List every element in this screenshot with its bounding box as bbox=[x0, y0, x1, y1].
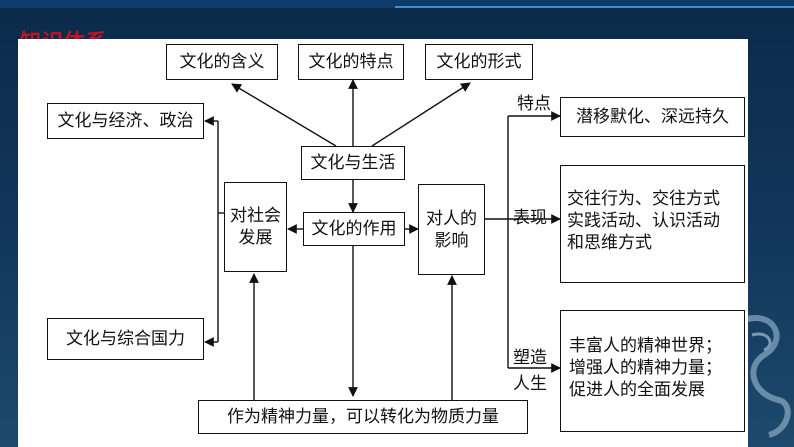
box-shape-life: 丰富人的精神世界； 增强人的精神力量； 促进人的全面发展 bbox=[560, 310, 745, 432]
box-culture-meaning: 文化的含义 bbox=[166, 44, 278, 80]
box-society-development: 对社会 发展 bbox=[224, 182, 287, 272]
box-behavior: 交往行为、交往方式 实践活动、认识活动 和思维方式 bbox=[560, 165, 745, 283]
top-bar bbox=[0, 0, 794, 8]
behavior-line-3: 和思维方式 bbox=[567, 233, 652, 253]
dragon-pattern-icon bbox=[743, 315, 791, 438]
behavior-line-2: 实践活动、认识活动 bbox=[567, 211, 720, 231]
label-shape-1: 塑造 bbox=[513, 348, 547, 368]
box-culture-role: 文化的作用 bbox=[303, 212, 405, 246]
box-culture-economy-politics: 文化与经济、政治 bbox=[47, 103, 204, 139]
box-spiritual-power: 作为精神力量，可以转化为物质力量 bbox=[198, 400, 528, 434]
box-culture-features: 文化的特点 bbox=[298, 44, 404, 80]
box-person-influence: 对人的 影响 bbox=[418, 184, 485, 275]
person-line-2: 影响 bbox=[434, 230, 469, 251]
box-culture-forms: 文化的形式 bbox=[425, 44, 533, 80]
person-line-1: 对人的 bbox=[426, 208, 477, 229]
shape-line-1: 丰富人的精神世界； bbox=[569, 336, 722, 356]
shape-line-3: 促进人的全面发展 bbox=[569, 380, 705, 400]
top-accent-line bbox=[395, 6, 794, 8]
label-expression: 表现 bbox=[513, 208, 547, 228]
label-trait: 特点 bbox=[517, 94, 551, 114]
shape-line-2: 增强人的精神力量； bbox=[569, 358, 722, 378]
label-shape-2: 人生 bbox=[513, 374, 547, 394]
box-culture-life: 文化与生活 bbox=[301, 146, 405, 180]
behavior-line-1: 交往行为、交往方式 bbox=[567, 189, 720, 209]
society-line-2: 发展 bbox=[238, 228, 273, 248]
box-subtle-lasting: 潜移默化、深远持久 bbox=[560, 97, 745, 137]
society-line-1: 对社会 bbox=[230, 206, 281, 226]
box-comprehensive-power: 文化与综合国力 bbox=[47, 318, 204, 360]
